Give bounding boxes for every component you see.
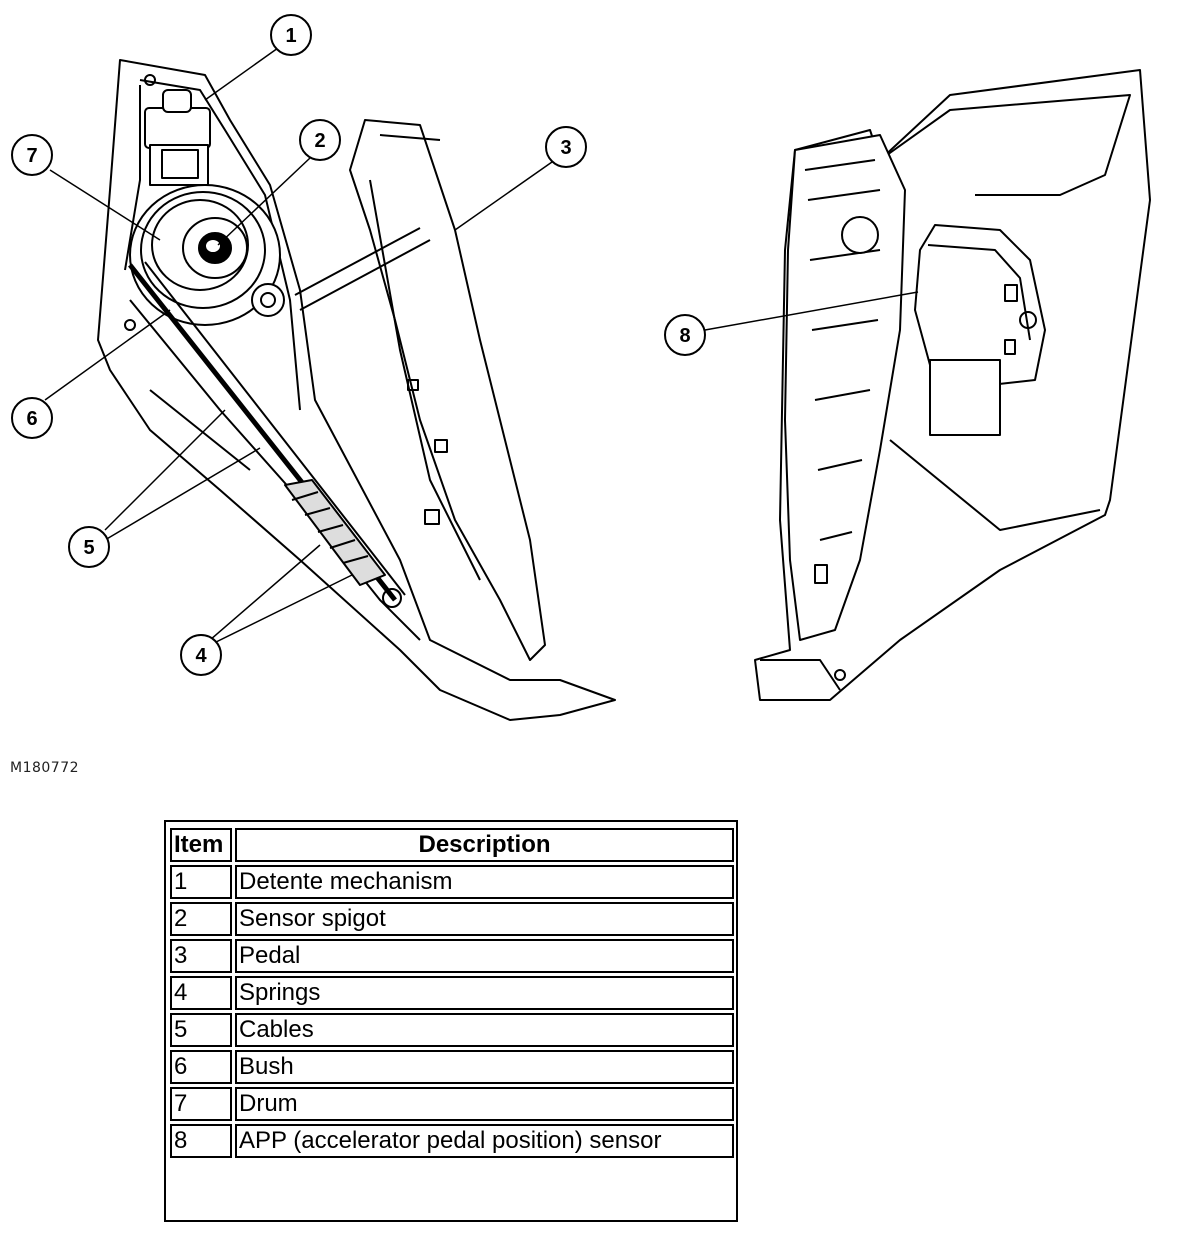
callout-label: 2 xyxy=(314,130,325,152)
callout-3: 3 xyxy=(545,126,587,168)
item-number: 7 xyxy=(170,1087,232,1121)
item-description: Cables xyxy=(235,1013,734,1047)
callout-label: 6 xyxy=(26,408,37,430)
callout-label: 3 xyxy=(560,137,571,159)
callout-label: 8 xyxy=(679,325,690,347)
legend-header-row: Item Description xyxy=(170,828,734,862)
pedal xyxy=(294,119,546,661)
header-description: Description xyxy=(235,828,734,862)
springs xyxy=(284,479,386,586)
item-description: Sensor spigot xyxy=(235,902,734,936)
pedal-diagram: 1 2 3 4 5 6 7 8 xyxy=(11,14,1151,721)
figure-id: M180772 xyxy=(10,760,80,776)
item-description: Detente mechanism xyxy=(235,865,734,899)
bush xyxy=(251,283,285,317)
item-description: Pedal xyxy=(235,939,734,973)
callout-4: 4 xyxy=(180,634,222,676)
callout-label: 5 xyxy=(83,537,94,559)
right-pedal-arm xyxy=(784,134,906,641)
item-number: 1 xyxy=(170,865,232,899)
callout-6: 6 xyxy=(11,397,53,439)
callout-1: 1 xyxy=(270,14,312,56)
header-item: Item xyxy=(170,828,232,862)
callout-label: 1 xyxy=(285,25,296,47)
callout-8: 8 xyxy=(664,314,706,356)
leader-lines xyxy=(44,47,919,646)
item-number: 6 xyxy=(170,1050,232,1084)
item-description: APP (accelerator pedal position) sensor xyxy=(235,1124,734,1158)
callout-2: 2 xyxy=(299,119,341,161)
app-sensor xyxy=(914,224,1046,436)
callout-label: 7 xyxy=(26,145,37,167)
item-description: Springs xyxy=(235,976,734,1010)
callout-7: 7 xyxy=(11,134,53,176)
callout-label: 4 xyxy=(195,645,207,667)
item-description: Drum xyxy=(235,1087,734,1121)
item-number: 8 xyxy=(170,1124,232,1158)
item-number: 2 xyxy=(170,902,232,936)
detente-mechanism xyxy=(144,89,211,186)
item-number: 5 xyxy=(170,1013,232,1047)
item-number: 4 xyxy=(170,976,232,1010)
item-description: Bush xyxy=(235,1050,734,1084)
callout-markers: 1 2 3 4 5 6 7 8 xyxy=(11,14,706,676)
item-number: 3 xyxy=(170,939,232,973)
callout-5: 5 xyxy=(68,526,110,568)
